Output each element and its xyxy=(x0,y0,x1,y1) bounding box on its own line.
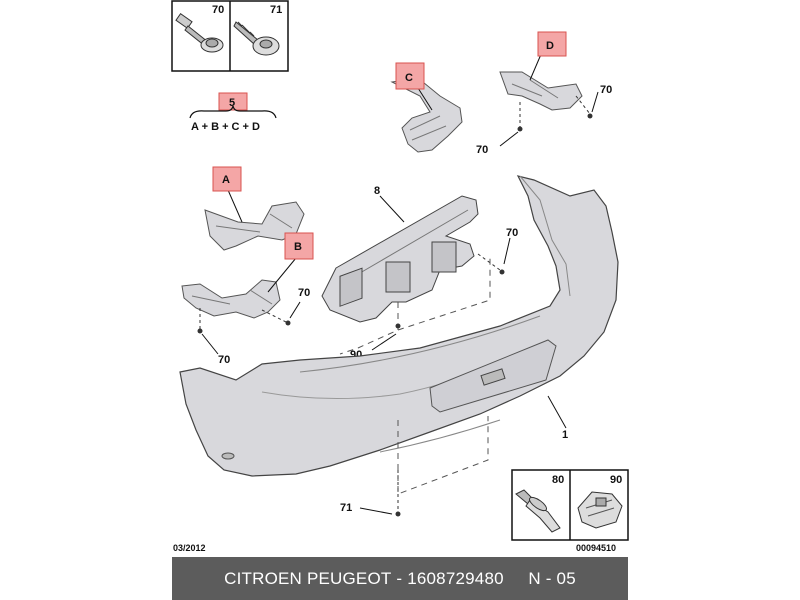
inset-ref-70: 70 xyxy=(212,4,224,16)
tag-a xyxy=(212,166,242,192)
footer-separator: - xyxy=(391,568,408,588)
kit-tag-5 xyxy=(218,92,248,111)
bracket-c xyxy=(390,77,463,153)
tag-c-label: C xyxy=(405,72,413,84)
tag-a-label: A xyxy=(222,174,230,186)
drawing-number: 00094510 xyxy=(576,543,616,553)
footer-part-number: 1608729480 xyxy=(407,568,504,588)
date-code: 03/2012 xyxy=(173,543,206,553)
footer-bar: CITROEN PEUGEOT - 1608729480 N - 05 xyxy=(172,557,628,600)
screw-71-icon xyxy=(233,21,280,56)
rivet-80-icon xyxy=(515,489,561,533)
callout-1: 1 xyxy=(562,429,568,441)
bracket-b xyxy=(181,257,301,355)
rear-bumper-1 xyxy=(179,175,619,517)
screw-70-icon xyxy=(175,13,224,53)
callout-70-d-left: 70 xyxy=(476,144,488,156)
tag-b xyxy=(284,232,314,260)
callout-70-b-bottom: 70 xyxy=(218,354,230,366)
tag-d xyxy=(537,31,567,57)
tag-b-label: B xyxy=(294,241,302,253)
reinforcement-beam-8 xyxy=(321,195,511,355)
kit-ref-number: 5 xyxy=(229,97,235,109)
callout-70-beam: 70 xyxy=(506,227,518,239)
inset-ref-71: 71 xyxy=(270,4,282,16)
tag-c xyxy=(395,62,425,90)
footer-page: N - 05 xyxy=(528,568,576,588)
inset-ref-80: 80 xyxy=(552,474,564,486)
fastener-inset-top: 70 71 xyxy=(171,0,289,72)
kit-formula: A + B + C + D xyxy=(191,121,260,133)
fastener-inset-bottom: 80 90 xyxy=(511,469,629,541)
callout-70-d-right: 70 xyxy=(600,84,612,96)
inset-ref-90: 90 xyxy=(610,474,622,486)
callout-8: 8 xyxy=(374,185,380,197)
footer-brand: CITROEN PEUGEOT xyxy=(224,568,392,588)
callout-71: 71 xyxy=(340,502,352,514)
callout-70-b-right: 70 xyxy=(298,287,310,299)
tag-d-label: D xyxy=(546,40,554,52)
bracket-d xyxy=(499,51,599,147)
clip-90-icon xyxy=(577,491,623,529)
kit-reference: 5 A + B + C + D xyxy=(189,92,277,133)
